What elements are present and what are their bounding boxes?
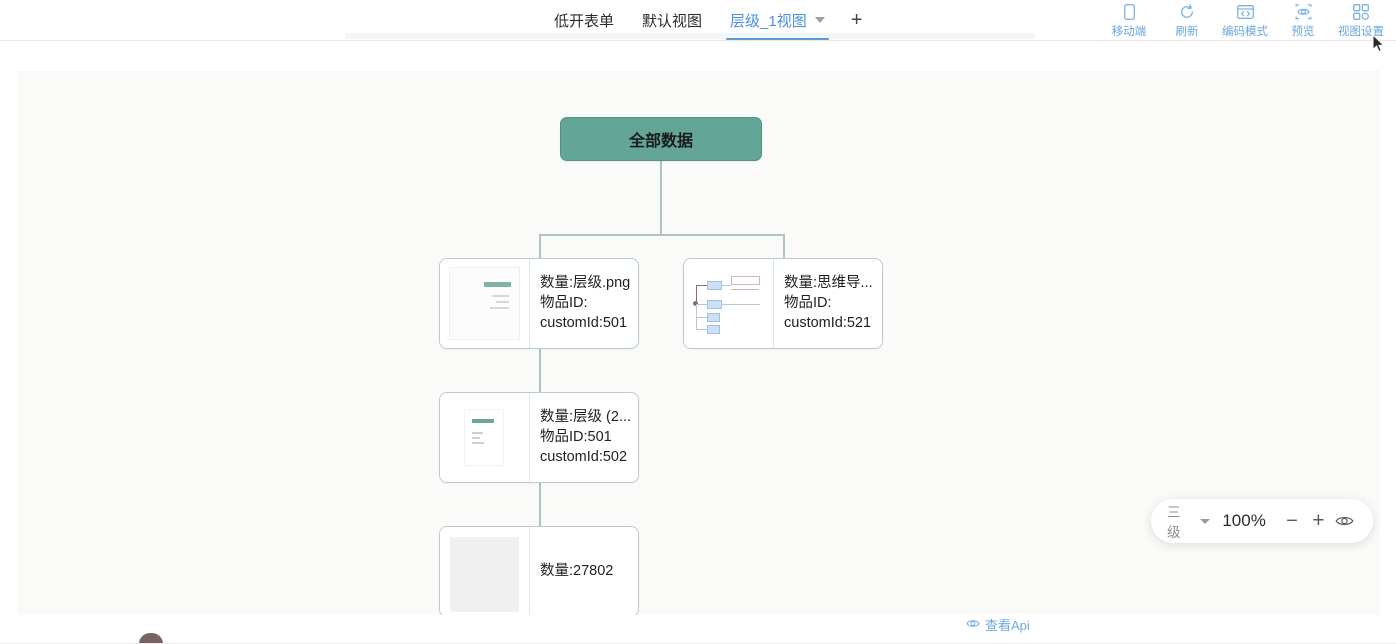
thumb-accent-bar [472, 419, 494, 423]
tab-low-code-form[interactable]: 低开表单 [540, 0, 628, 40]
mobile-icon [1123, 4, 1135, 20]
node-text-block: 数量:层级 (2... 物品ID:501 customId:502 [530, 393, 638, 482]
thumb-line [722, 285, 731, 286]
toolbar-item-refresh[interactable]: 刷新 [1158, 0, 1216, 39]
node-line: customId:502 [540, 449, 628, 465]
code-mode-icon [1236, 4, 1254, 20]
thumb-node [707, 325, 720, 334]
thumb-line [696, 329, 707, 330]
view-settings-icon [1353, 4, 1369, 20]
connector-node1-to-node3 [539, 348, 541, 393]
top-bar: 低开表单 默认视图 层级_1视图 + 移动端 [0, 0, 1396, 41]
node-thumbnail [440, 527, 530, 615]
node-line: 物品ID: [784, 295, 832, 311]
thumb-line [472, 442, 484, 444]
thumb-line [696, 304, 707, 305]
thumb-node [707, 313, 720, 322]
node-line: 物品ID: [540, 295, 588, 311]
chevron-down-icon[interactable] [1200, 518, 1211, 524]
document-thumbnail-icon [449, 267, 520, 340]
mouse-cursor [1372, 33, 1385, 53]
refresh-icon [1179, 4, 1195, 20]
tab-label: 默认视图 [642, 12, 703, 30]
toolbar-item-code-mode[interactable]: 编码模式 [1216, 0, 1274, 39]
node-thumbnail [440, 393, 530, 482]
thumb-line [696, 304, 697, 329]
document-small-thumbnail-icon [464, 409, 504, 466]
thumb-line [696, 285, 697, 304]
connector-horizontal-bar [539, 234, 784, 236]
tree-root-node[interactable]: 全部数据 [560, 117, 762, 161]
thumb-line [472, 437, 480, 439]
node-thumbnail [440, 259, 530, 348]
root-node-label: 全部数据 [628, 133, 693, 150]
tab-label: 层级_1视图 [730, 12, 807, 30]
toolbar-label: 刷新 [1175, 26, 1199, 38]
connector-node3-to-node4 [539, 482, 541, 527]
view-tabs: 低开表单 默认视图 层级_1视图 + [540, 0, 874, 40]
node-text-block: 数量:思维导... 物品ID: customId:521 [774, 259, 882, 348]
node-line: 数量:层级 (2... [540, 409, 632, 425]
preview-eye-icon [1295, 4, 1312, 20]
top-toolbar: 移动端 刷新 编码 [1100, 0, 1390, 41]
zoom-in-button[interactable]: + [1312, 509, 1325, 532]
add-tab-label: + [850, 8, 863, 31]
blurred-thumbnail-icon [450, 537, 519, 612]
thumb-line [492, 295, 509, 297]
thumb-accent-bar [484, 282, 511, 287]
tabbar-background-band [345, 33, 1035, 39]
tree-node-card[interactable]: 数量:层级.png 物品ID: customId:501 [439, 258, 639, 349]
node-thumbnail [684, 259, 774, 348]
thumb-line [696, 285, 707, 286]
tab-default-view[interactable]: 默认视图 [628, 0, 716, 40]
node-line: customId:521 [784, 315, 872, 331]
diagram-canvas[interactable]: 全部数据 数量:层级.png 物品ID: customId:501 [17, 70, 1380, 615]
view-api-label: 查看Api [985, 618, 1030, 633]
tab-label: 低开表单 [554, 12, 615, 30]
active-tab-underline [726, 38, 829, 40]
add-tab-button[interactable]: + [839, 0, 875, 40]
topbar-divider [0, 40, 1396, 41]
connector-to-node-2 [783, 234, 785, 259]
zoom-out-button[interactable]: − [1286, 509, 1298, 532]
toolbar-item-preview[interactable]: 预览 [1274, 0, 1332, 39]
zoom-control-panel: 三级 100% − + [1151, 499, 1373, 543]
toolbar-label: 编码模式 [1222, 26, 1268, 38]
node-line: 数量:层级.png [540, 275, 631, 291]
node-line: 数量:27802 [540, 563, 614, 579]
tab-level-1-view[interactable]: 层级_1视图 [716, 0, 839, 40]
toolbar-label: 移动端 [1111, 26, 1147, 38]
connector-root-down [660, 161, 662, 235]
thumb-line [731, 289, 759, 290]
node-text-block: 数量:层级.png 物品ID: customId:501 [530, 259, 638, 348]
tree-node-card[interactable]: 数量:思维导... 物品ID: customId:521 [683, 258, 883, 349]
toolbar-label: 预览 [1291, 26, 1315, 38]
thumb-line [496, 301, 509, 303]
mindmap-thumbnail-icon [690, 265, 767, 342]
tree-node-card[interactable]: 数量:27802 [439, 526, 639, 615]
node-text-block: 数量:27802 [530, 527, 638, 615]
level-selector-label[interactable]: 三级 [1167, 505, 1181, 540]
thumb-line [722, 304, 760, 305]
chevron-down-icon[interactable] [814, 17, 825, 23]
thumb-line [472, 432, 483, 434]
thumb-root-dot [693, 301, 698, 306]
node-line: customId:501 [540, 315, 628, 331]
thumb-node [731, 276, 760, 285]
fit-view-eye-icon[interactable] [1333, 508, 1357, 534]
node-line: 数量:思维导... [784, 275, 873, 291]
eye-icon [966, 616, 980, 634]
thumb-node [707, 300, 722, 309]
node-line: 物品ID:501 [540, 429, 612, 445]
zoom-percent-label: 100% [1222, 511, 1266, 530]
tree-node-card[interactable]: 数量:层级 (2... 物品ID:501 customId:502 [439, 392, 639, 483]
thumb-line [490, 307, 509, 309]
toolbar-item-mobile[interactable]: 移动端 [1100, 0, 1158, 39]
thumb-node [707, 281, 722, 290]
connector-to-node-1 [539, 234, 541, 259]
floating-avatar-partial[interactable] [139, 633, 163, 644]
thumb-line [696, 317, 707, 318]
view-api-link[interactable]: 查看Api [966, 615, 1030, 634]
